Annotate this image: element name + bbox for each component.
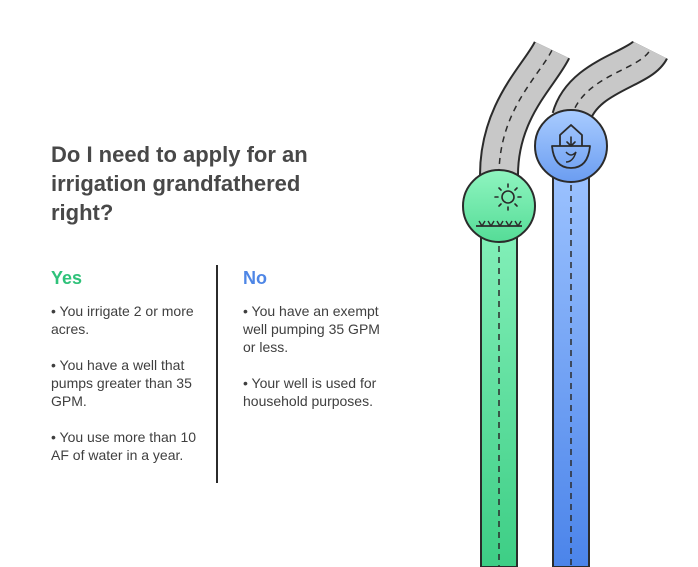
- yes-criterion: • You have a well that pumps greater tha…: [51, 357, 192, 409]
- no-criterion: • You have an exempt well pumping 35 GPM…: [243, 303, 380, 355]
- no-criterion: • Your well is used for household purpos…: [243, 375, 377, 409]
- yes-lane: [480, 214, 518, 567]
- page-title: Do I need to apply for an irrigation gra…: [51, 142, 308, 225]
- yes-road: [479, 40, 571, 176]
- yes-criterion: • You irrigate 2 or more acres.: [51, 303, 194, 337]
- no-heading: No: [243, 268, 267, 288]
- column-divider: [216, 265, 218, 483]
- no-lane: [552, 159, 590, 567]
- yes-criteria-list: • You irrigate 2 or more acres. • You ha…: [51, 302, 201, 482]
- yes-criterion: • You use more than 10 AF of water in a …: [51, 429, 197, 463]
- yes-heading: Yes: [51, 268, 83, 288]
- house-with-water-icon: [534, 109, 608, 183]
- sun-over-field-icon: [462, 169, 536, 243]
- no-road: [551, 38, 668, 126]
- no-criteria-list: • You have an exempt well pumping 35 GPM…: [243, 302, 393, 428]
